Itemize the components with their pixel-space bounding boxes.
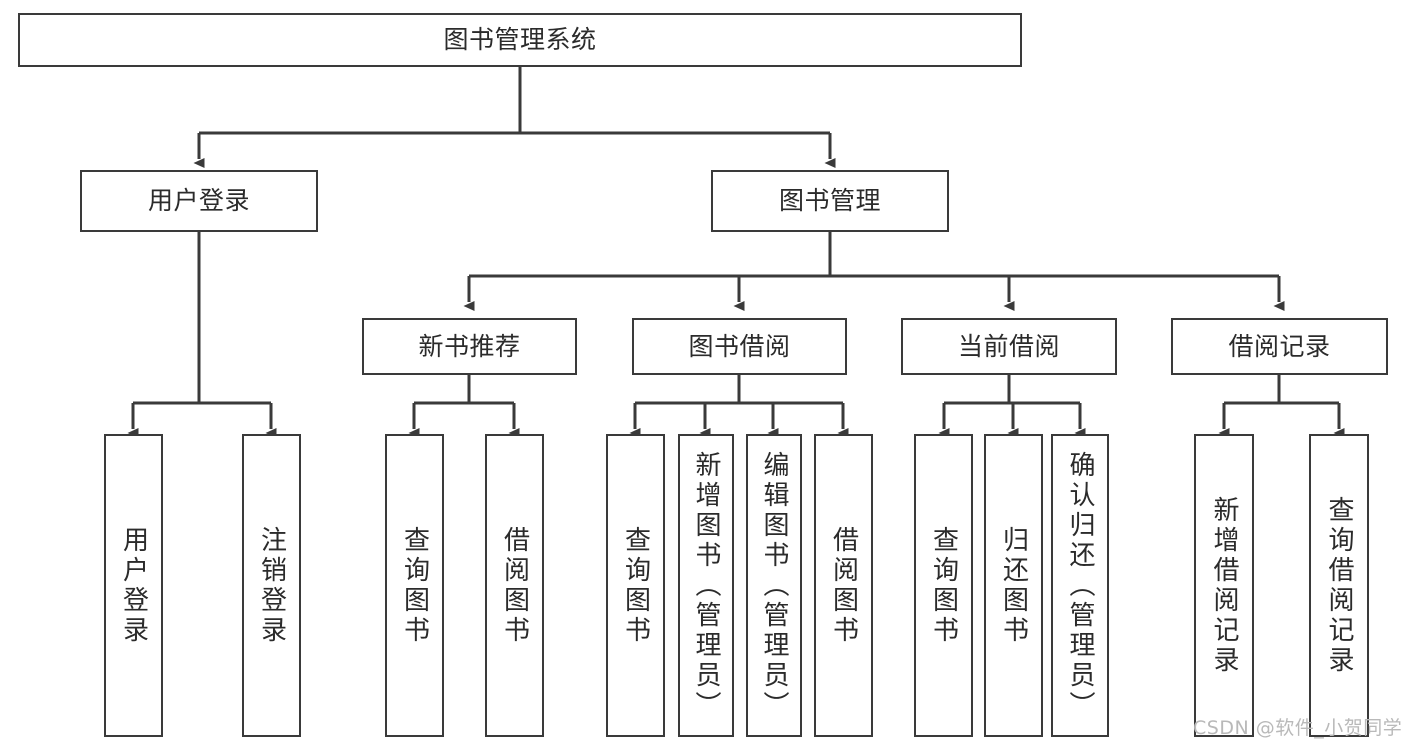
node-label: 确认归还（管理员） [1065, 450, 1095, 721]
node-label: 新增借阅记录 [1209, 495, 1239, 676]
csdn-watermark: CSDN @软件_小贺同学 [1193, 717, 1403, 739]
node-book-management[interactable]: 图书管理 [711, 170, 949, 232]
node-label: 查询借阅记录 [1324, 495, 1354, 676]
leaf-return-book[interactable]: 归还图书 [984, 434, 1043, 737]
node-label: 当前借阅 [957, 331, 1060, 361]
node-label: 注销登录 [256, 525, 287, 646]
leaf-query-borrow-record[interactable]: 查询借阅记录 [1309, 434, 1369, 737]
node-root-system[interactable]: 图书管理系统 [18, 13, 1022, 67]
node-current-borrow[interactable]: 当前借阅 [901, 318, 1117, 375]
leaf-query-book-recommendation[interactable]: 查询图书 [385, 434, 444, 737]
leaf-user-login[interactable]: 用户登录 [104, 434, 163, 737]
leaf-add-book-admin[interactable]: 新增图书（管理员） [678, 434, 734, 737]
node-label: 用户登录 [147, 186, 250, 216]
node-label: 查询图书 [928, 525, 959, 646]
leaf-logout[interactable]: 注销登录 [242, 434, 301, 737]
leaf-query-book-borrow[interactable]: 查询图书 [606, 434, 665, 737]
node-book-borrow[interactable]: 图书借阅 [632, 318, 847, 375]
leaf-edit-book-admin[interactable]: 编辑图书（管理员） [746, 434, 802, 737]
node-label: 归还图书 [998, 525, 1029, 646]
node-label: 查询图书 [399, 525, 430, 646]
node-label: 借阅图书 [499, 525, 530, 646]
node-label: 借阅图书 [828, 525, 859, 646]
leaf-query-book-current[interactable]: 查询图书 [914, 434, 973, 737]
leaf-borrow-book[interactable]: 借阅图书 [814, 434, 873, 737]
node-label: 编辑图书（管理员） [759, 450, 789, 721]
node-user-login[interactable]: 用户登录 [80, 170, 318, 232]
node-label: 新增图书（管理员） [691, 450, 721, 721]
node-label: 用户登录 [118, 525, 149, 646]
node-label: 借阅记录 [1228, 331, 1331, 361]
node-label: 图书借阅 [688, 331, 791, 361]
node-borrow-records[interactable]: 借阅记录 [1171, 318, 1388, 375]
leaf-confirm-return-admin[interactable]: 确认归还（管理员） [1051, 434, 1109, 737]
node-new-book-recommendation[interactable]: 新书推荐 [362, 318, 577, 375]
node-label: 查询图书 [620, 525, 651, 646]
node-label: 图书管理系统 [443, 25, 597, 55]
leaf-borrow-book-recommendation[interactable]: 借阅图书 [485, 434, 544, 737]
leaf-add-borrow-record[interactable]: 新增借阅记录 [1194, 434, 1254, 737]
node-label: 图书管理 [778, 186, 881, 216]
node-label: 新书推荐 [418, 331, 521, 361]
